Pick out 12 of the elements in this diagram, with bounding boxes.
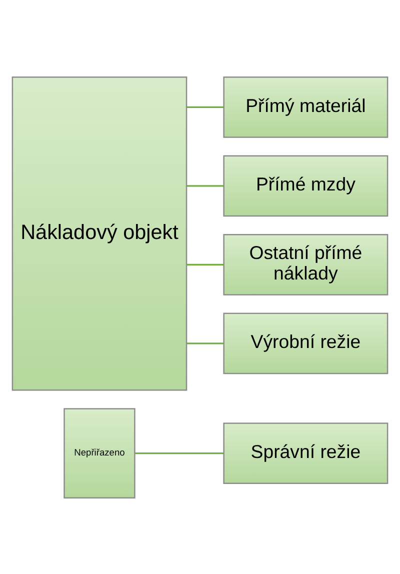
node-box: Výrobní režie (223, 312, 388, 374)
node-box: Nákladový objekt (12, 76, 188, 390)
node-box: Ostatní přímé náklady (223, 234, 388, 295)
connector (186, 342, 224, 344)
node-box: Správní režie (223, 422, 388, 484)
node-box: Přímý materiál (223, 76, 388, 138)
connector (186, 184, 224, 186)
node-box: Nepřiřazeno (64, 408, 136, 498)
connector (186, 263, 224, 265)
node-box: Přímé mzdy (223, 154, 388, 216)
connector (134, 452, 224, 454)
connector (186, 106, 224, 108)
